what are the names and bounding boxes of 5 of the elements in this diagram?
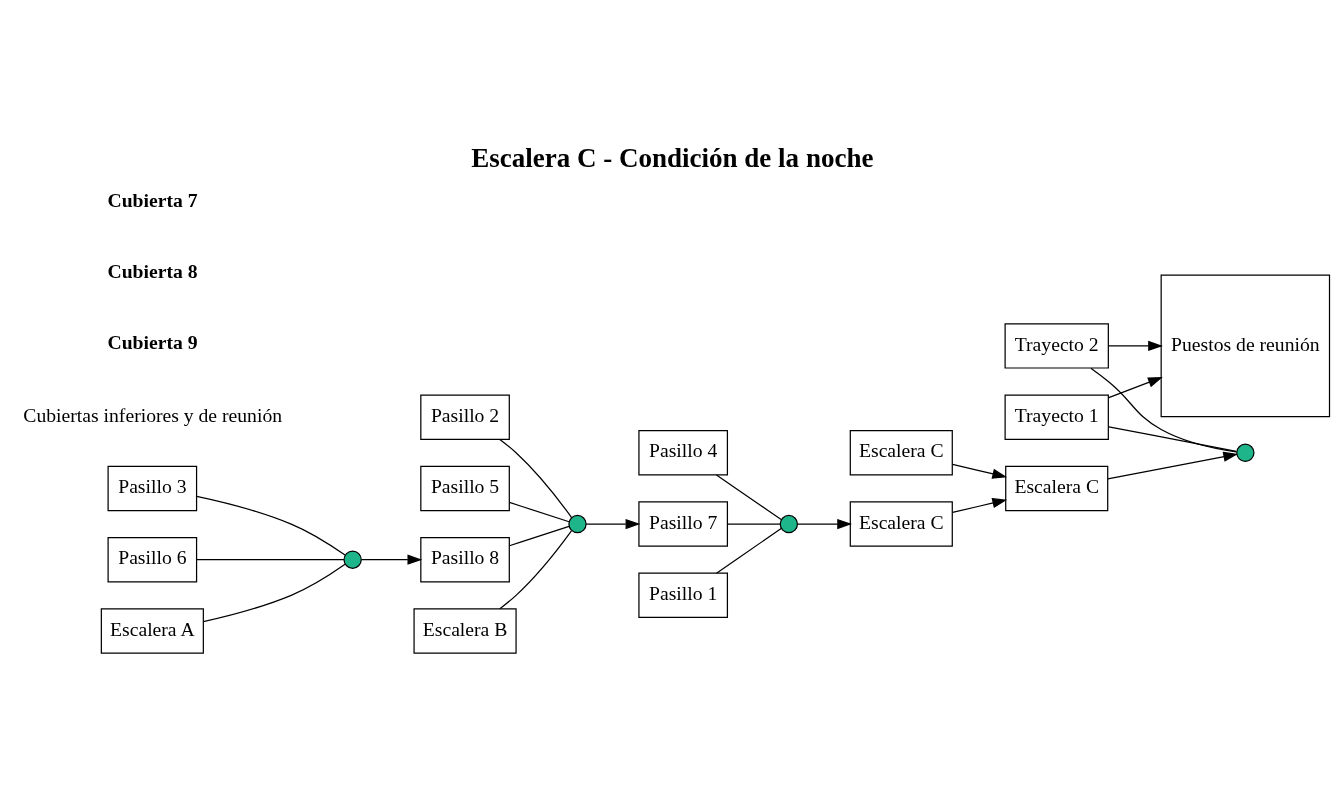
label: Cubierta 9 (107, 331, 198, 354)
label: Cubierta 7 (107, 188, 198, 211)
label: Cubiertas inferiores y de reunión (23, 403, 283, 426)
label: Cubierta 8 (107, 260, 198, 283)
diagram-title: Escalera C - Condición de la noche (471, 143, 874, 174)
